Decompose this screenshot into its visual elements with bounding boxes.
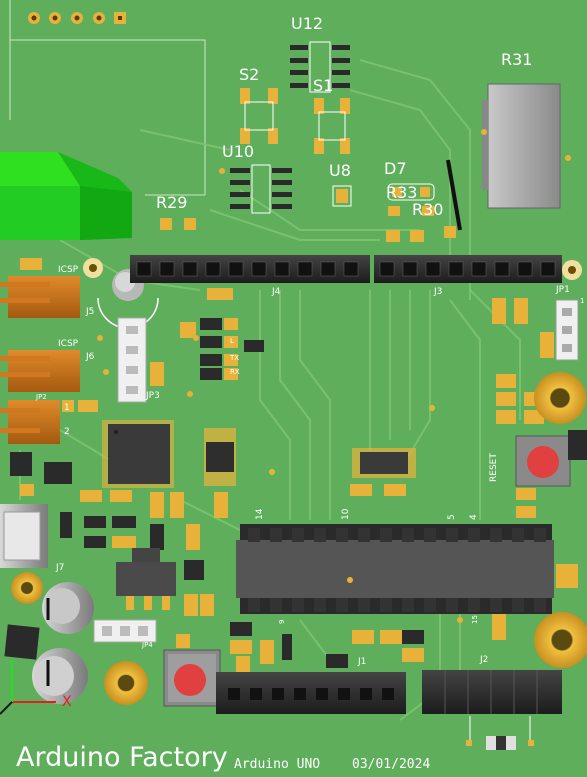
mount-hole-right-lower xyxy=(534,612,587,668)
mcu-qfp xyxy=(102,420,174,488)
footer-title: Arduino Factory xyxy=(16,742,228,773)
j2-header xyxy=(422,670,562,740)
label-j3: J3 xyxy=(434,287,443,297)
reset-button xyxy=(515,430,587,487)
mount-hole-right-upper xyxy=(534,372,586,424)
label-icsp-top: ICSP xyxy=(58,265,79,275)
label-u12: U12 xyxy=(291,14,324,33)
j4-header xyxy=(130,255,370,283)
label-j2: J2 xyxy=(480,655,489,665)
dip28-chip xyxy=(236,524,578,614)
label-jp4: JP4 xyxy=(142,641,153,649)
axis-gizmo xyxy=(0,660,56,715)
label-pin5: 5 xyxy=(447,514,457,520)
label-icsp-mid: ICSP xyxy=(58,339,79,349)
ic-above-dip xyxy=(350,448,416,496)
label-j6: J6 xyxy=(86,352,95,362)
label-j4: J4 xyxy=(272,287,281,297)
label-jp1-pin: 1 xyxy=(580,297,585,305)
label-jp2: JP2 xyxy=(36,393,47,401)
dc-jack-2 xyxy=(4,624,88,704)
label-r31: R31 xyxy=(501,50,533,69)
label-j5: J5 xyxy=(86,307,95,317)
r31-relay xyxy=(481,83,571,209)
top-left-pads xyxy=(28,12,126,24)
mount-hole-bottom-left xyxy=(104,661,148,705)
label-tx: TX xyxy=(230,354,240,362)
label-l: L xyxy=(230,337,234,345)
label-rx: RX xyxy=(230,368,240,376)
smd-lower xyxy=(176,614,506,674)
j1-header xyxy=(216,672,406,714)
j5-icsp-header xyxy=(0,276,80,318)
footer-board-name: Arduino UNO xyxy=(234,757,321,772)
label-r33: R33 xyxy=(386,183,418,202)
status-leds xyxy=(200,318,264,380)
label-jp3: JP3 xyxy=(146,391,160,401)
jp2-header xyxy=(0,400,60,444)
misc-pads xyxy=(97,168,463,623)
voltage-regulator xyxy=(116,548,214,616)
u8-chip xyxy=(332,185,352,207)
s2-footprint xyxy=(240,88,278,144)
label-j1: J1 xyxy=(358,657,367,667)
jp1-connector xyxy=(555,299,579,361)
label-s2: S2 xyxy=(239,65,260,84)
u10-chip xyxy=(230,164,292,214)
label-jp2-pin1: 1 xyxy=(64,403,70,413)
label-jp2-pin2: 2 xyxy=(64,427,70,437)
label-reset: RESET xyxy=(489,453,499,482)
label-pin15: 15 xyxy=(471,615,479,624)
jp4-connector xyxy=(93,619,157,643)
dc-jack-1 xyxy=(11,572,94,634)
s1-footprint xyxy=(314,98,350,154)
label-r30: R30 xyxy=(412,200,444,219)
label-u10: U10 xyxy=(222,142,255,161)
r29 xyxy=(160,218,196,230)
label-pin4: 4 xyxy=(469,514,479,520)
power-button xyxy=(163,649,221,707)
j6-icsp-header xyxy=(0,350,80,392)
label-pin9: 9 xyxy=(278,619,286,624)
j3-header xyxy=(374,255,562,283)
smd-left xyxy=(10,452,228,550)
axis-x-label: X xyxy=(62,694,72,710)
label-pin14: 14 xyxy=(255,508,265,520)
label-r29: R29 xyxy=(156,193,188,212)
footer-date: 03/01/2024 xyxy=(352,757,431,772)
jp3-connector xyxy=(117,317,147,403)
label-d7: D7 xyxy=(384,159,407,178)
crystal xyxy=(204,428,236,486)
u12-chip xyxy=(290,41,350,93)
label-pin10: 10 xyxy=(341,508,351,520)
label-j7: J7 xyxy=(56,563,65,573)
label-u8: U8 xyxy=(329,161,351,180)
bottom-resistor xyxy=(466,736,534,750)
d7-r33-r30 xyxy=(386,159,462,242)
label-s1: S1 xyxy=(313,76,334,95)
usb-connector xyxy=(0,504,48,568)
label-jp1: JP1 xyxy=(556,285,570,295)
green-connector xyxy=(0,152,132,240)
